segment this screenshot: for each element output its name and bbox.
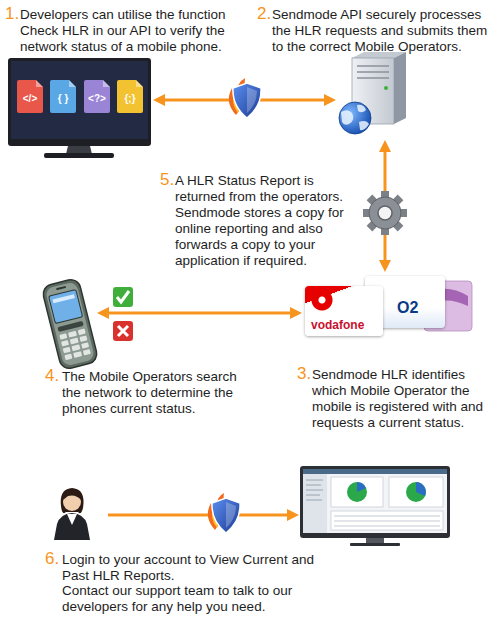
connector-arrow	[379, 140, 391, 272]
step-number: 1.	[5, 4, 19, 24]
brand-name: vodafone	[311, 318, 364, 332]
person-illustration	[54, 488, 90, 540]
file-fold	[36, 80, 43, 87]
icon-label: { }	[58, 93, 69, 104]
step-number: 2.	[257, 4, 271, 24]
step-number: 3.	[297, 364, 311, 384]
firewall-shield	[208, 493, 240, 533]
step-description: Developers can utilise the function Chec…	[20, 7, 246, 55]
file-fold	[136, 80, 143, 87]
code-monitor: 1.Developers can utilise the function Ch…	[5, 55, 153, 159]
connector-line	[107, 312, 292, 315]
code-file-icon: {;}	[117, 80, 143, 113]
operator-card: O2	[365, 276, 445, 328]
gear-icon	[363, 191, 407, 235]
file-body	[117, 80, 143, 113]
operator-card: vodafone	[305, 286, 383, 336]
step-description: Login to your account to View Current an…	[62, 552, 327, 583]
file-outline	[50, 80, 76, 113]
check-icon	[113, 287, 133, 307]
arrow-head	[153, 94, 165, 106]
cross-icon	[113, 321, 133, 341]
connector-line	[163, 99, 326, 102]
file-outline	[84, 80, 110, 113]
step-description: Contact our support team to talk to our …	[62, 583, 327, 614]
file-fold	[103, 80, 110, 87]
step-number: 4.	[45, 366, 59, 386]
api-server: 2.Sendmode API securely processes the HL…	[336, 50, 414, 140]
firewall-shield	[229, 78, 261, 118]
server-illustration	[339, 52, 406, 134]
login-arrow	[108, 509, 299, 521]
connector-arrow	[153, 94, 336, 106]
dashboard-monitor	[300, 466, 450, 546]
file-outline	[17, 80, 43, 113]
file-body	[50, 80, 76, 113]
arrow-head	[379, 140, 391, 152]
step-number: 6.	[45, 549, 59, 569]
arrow-head	[97, 307, 109, 319]
step-description: Sendmode API securely processes the HLR …	[272, 7, 492, 55]
arrow-head	[324, 94, 336, 106]
icon-label: </>	[23, 93, 37, 104]
step-description: A HLR Status Report is returned from the…	[175, 173, 355, 269]
brand-name: O2	[397, 299, 418, 317]
mobile-phone: 4.The Mobile Operators search the networ…	[45, 278, 97, 370]
connector-arrow	[97, 307, 302, 319]
file-body	[17, 80, 43, 113]
step-number: 5.	[160, 170, 174, 190]
phone-illustration	[41, 278, 99, 371]
arrow-head	[290, 307, 302, 319]
file-body	[84, 80, 110, 113]
icon-label: {;}	[124, 93, 135, 104]
code-file-icon: { }	[50, 80, 76, 113]
connector-line	[384, 150, 387, 262]
icon-label: <?>	[88, 93, 106, 104]
arrow-head	[379, 260, 391, 272]
operator-card-back	[424, 281, 472, 331]
step-description: Sendmode HLR identifies which Mobile Ope…	[312, 367, 492, 431]
monitor-illustration	[8, 58, 151, 158]
operator-sim-cards: 3.Sendmode HLR identifies which Mobile O…	[302, 272, 472, 338]
code-file-icon: <?>	[84, 80, 110, 113]
file-fold	[69, 80, 76, 87]
code-file-icon: </>	[17, 80, 43, 113]
user-person: 6.Login to your account to View Current …	[50, 488, 96, 540]
step-description: The Mobile Operators search the network …	[62, 369, 247, 417]
file-outline	[117, 80, 143, 113]
